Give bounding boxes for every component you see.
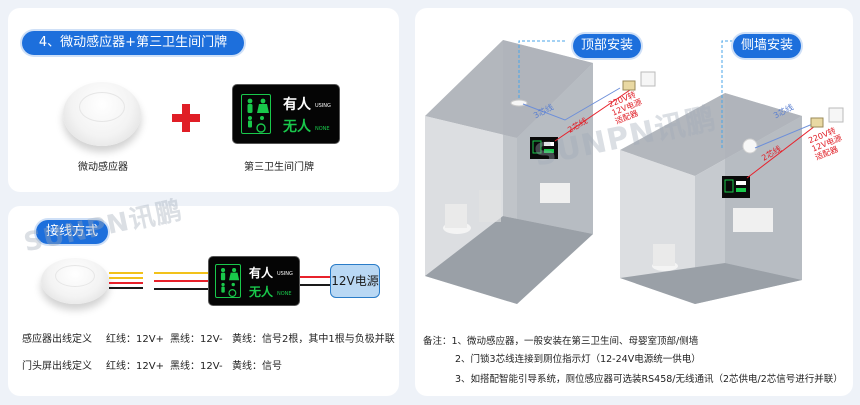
occupied-text: 有人 <box>283 97 311 113</box>
sensor-def-label: 感应器出线定义 <box>22 334 92 345</box>
screen-def-red: 红线：12V+ <box>106 361 164 372</box>
room-side-install <box>620 93 802 304</box>
occupied-text: 有人 <box>249 266 274 280</box>
wiring-sensor-image <box>41 258 109 304</box>
installation-illustration <box>425 40 844 304</box>
vacant-text: 无人 <box>249 285 274 299</box>
occupied-en: USING <box>277 271 293 277</box>
vacant-en: NONE <box>315 126 330 132</box>
install-panel: 顶部安装 侧墙安装 3芯线 2芯线 3芯线 2芯线 220V转 12V电源 适配… <box>415 8 853 396</box>
sensor-def-red: 红线：12V+ <box>106 334 164 345</box>
sensor-lens <box>55 265 95 287</box>
sensor-lens <box>79 92 125 122</box>
install-note-3: 3、如搭配智能引导系统，厕位感应器可选装RS458/无线通讯（2芯供电/2芯信号… <box>455 374 843 385</box>
power-supply-box: 12V电源 <box>330 264 380 298</box>
install-note-2: 2、门锁3芯线连接到厕位指示灯（12-24V电源统一供电） <box>455 354 701 365</box>
sensor-caption: 微动感应器 <box>78 162 128 173</box>
wiring-doorplate-image: 有人 USING 无人 NONE <box>208 256 300 306</box>
doorplate-image: 有人 USING 无人 NONE <box>232 84 340 144</box>
product-panel: 4、微动感应器+第三卫生间门牌 微动感应器 有人 USING 无人 NONE 第… <box>8 8 399 192</box>
doorplate-caption: 第三卫生间门牌 <box>244 162 314 173</box>
screen-def-label: 门头屏出线定义 <box>22 361 92 372</box>
room-top-install <box>425 40 593 304</box>
wiring-panel: 接线方式 有人 USING 无人 NONE <box>8 206 399 396</box>
top-install-label: 顶部安装 <box>573 34 641 58</box>
screen-def-black: 黑线：12V- <box>170 361 223 372</box>
screen-def-yellow: 黄线：信号 <box>232 361 282 372</box>
sensor-def-yellow: 黄线：信号2根，其中1根与负极并联 <box>232 334 395 345</box>
side-install-label: 侧墙安装 <box>733 34 801 58</box>
install-note-1: 备注：1、微动感应器，一般安装在第三卫生间、母婴室顶部/侧墙 <box>423 336 699 347</box>
wiring-title: 接线方式 <box>36 220 108 244</box>
occupied-en: USING <box>315 103 331 109</box>
product-title: 4、微动感应器+第三卫生间门牌 <box>22 31 244 55</box>
power-adapter-2 <box>810 107 844 128</box>
family-restroom-icon <box>215 264 241 298</box>
power-adapter-1 <box>622 71 656 91</box>
vacant-en: NONE <box>277 291 292 297</box>
family-restroom-icon <box>241 94 271 134</box>
vacant-text: 无人 <box>283 119 311 135</box>
sensor-def-black: 黑线：12V- <box>170 334 223 345</box>
motion-sensor-image <box>63 82 141 146</box>
